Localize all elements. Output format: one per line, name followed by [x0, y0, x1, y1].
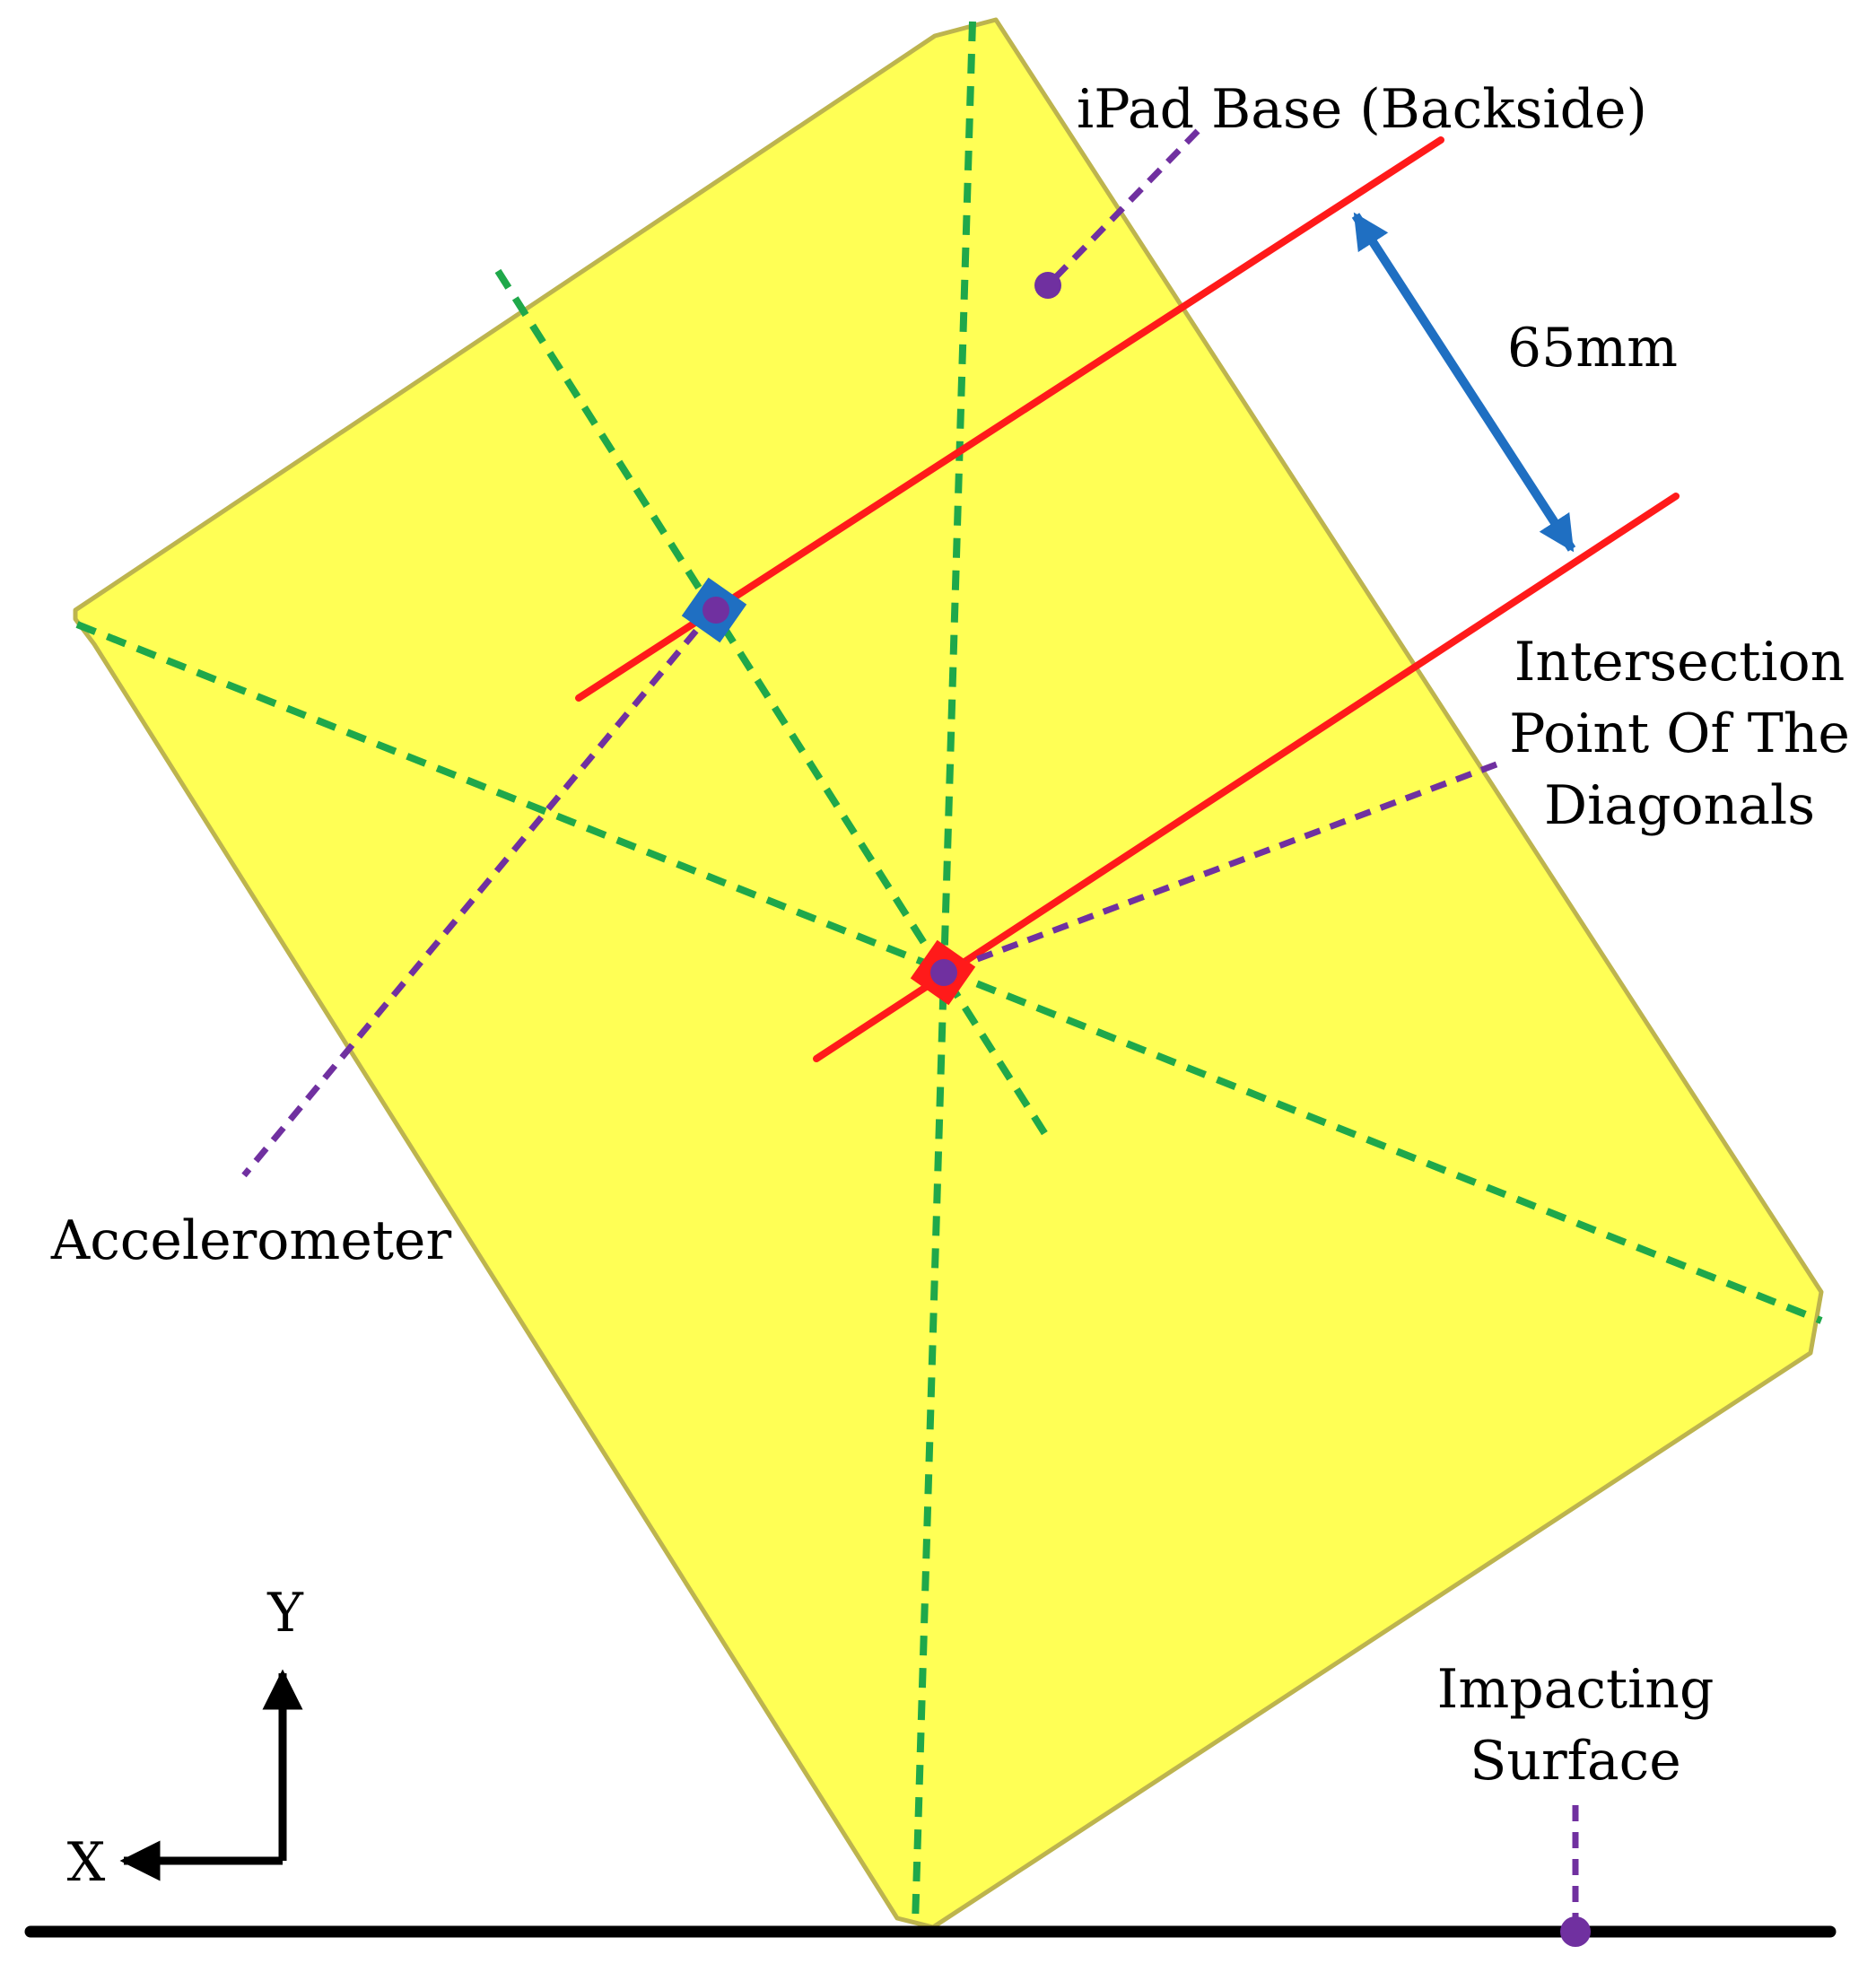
label-accelerometer: Accelerometer [50, 1209, 452, 1272]
leader-intersection [942, 761, 1498, 975]
label-axis-x: X [67, 1831, 106, 1894]
accelerometer-dot [702, 597, 729, 624]
impacting-surface-dot [1560, 1916, 1591, 1947]
label-axis-y: Y [266, 1582, 304, 1645]
axis-line-accelerometer [494, 268, 1053, 1144]
leader-lines [241, 128, 1579, 1931]
leader-ipad-base [1045, 128, 1200, 288]
label-distance: 65mm [1507, 317, 1678, 380]
intersection-dot [930, 959, 957, 986]
ipad-base-dot [1034, 272, 1061, 299]
label-intersection-1: Intersection [1514, 631, 1845, 694]
label-intersection-2: Point Of The [1509, 703, 1850, 765]
dimension-arrow [1351, 212, 1576, 553]
label-impacting-2: Surface [1470, 1730, 1681, 1793]
leader-accelerometer [241, 607, 716, 1178]
label-ipad-base: iPad Base (Backside) [1077, 78, 1647, 141]
coordinate-axes [119, 1669, 303, 1881]
label-intersection-3: Diagonals [1544, 774, 1815, 837]
label-impacting-1: Impacting [1437, 1658, 1715, 1721]
